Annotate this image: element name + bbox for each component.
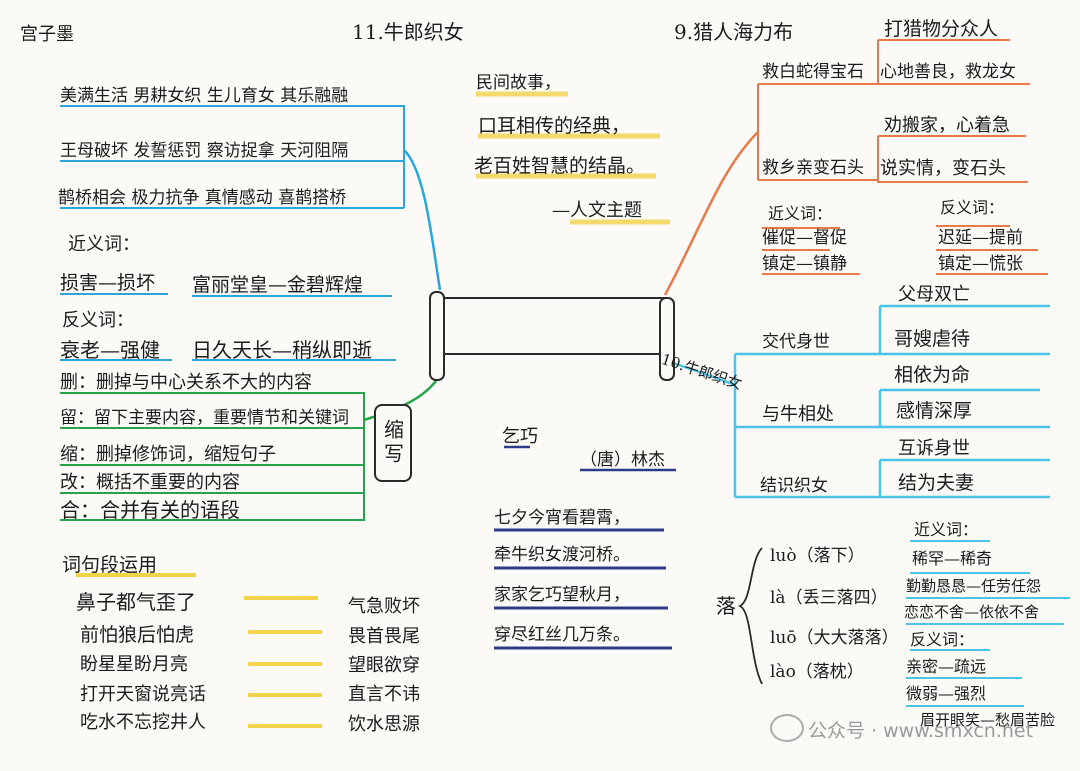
luo-antonyms-title: 反义词： (910, 630, 975, 649)
watermark: 公众号 · www.smxcn.net (808, 720, 1034, 742)
lesson9-branch-1: 救白蛇得宝石 (762, 62, 864, 82)
usage-left-3: 盼星星盼月亮 (80, 654, 188, 675)
usage-right-3: 望眼欲穿 (348, 655, 420, 676)
usage-left-4: 打开天窗说亮话 (80, 684, 206, 705)
lesson10-branch-2: 与牛相处 (762, 404, 834, 425)
poem-author: （唐）林杰 (580, 450, 665, 470)
lesson9-antonym: 迟延—提前 (938, 228, 1023, 248)
story-line-3: 鹊桥相会 极力抗争 真情感动 喜鹊搭桥 (58, 188, 347, 208)
center-scroll (429, 291, 675, 381)
lesson10-branch-1: 交代身世 (762, 332, 830, 352)
antonyms-title-left: 反义词： (62, 310, 134, 331)
luo-char: 落 (716, 594, 736, 618)
lesson11-title: 11.牛郎织女 (352, 20, 464, 44)
lesson10-item: 感情深厚 (896, 400, 973, 422)
method-delete: 删：删掉与中心关系不大的内容 (60, 372, 312, 393)
folk-line-3: 老百姓智慧的结晶。 (474, 155, 646, 177)
lesson9-synonym: 催促—督促 (762, 228, 847, 248)
poem-line-2: 牵牛织女渡河桥。 (494, 545, 630, 565)
author-name: 宫子墨 (20, 24, 74, 45)
method-shorten: 缩：删掉修饰词，缩短句子 (60, 444, 276, 465)
usage-left-5: 吃水不忘挖井人 (80, 712, 206, 733)
method-label-box: 缩写 (374, 404, 412, 482)
luo-synonym: 恋恋不舍—依依不舍 (904, 603, 1040, 621)
lesson10-branch-3: 结识织女 (760, 476, 828, 496)
usage-left-2: 前怕狼后怕虎 (80, 624, 195, 646)
folk-line-2: 口耳相传的经典， (478, 115, 631, 137)
luo-synonyms-title: 近义词： (914, 520, 979, 539)
antonym-pair: 日久天长—稍纵即逝 (192, 338, 372, 362)
luo-synonym: 稀罕—稀奇 (912, 549, 993, 568)
usage-title: 词句段运用 (62, 554, 158, 576)
lesson10-item: 结为夫妻 (898, 472, 975, 494)
method-merge: 合：合并有关的语段 (60, 498, 240, 522)
method-change: 改：概括不重要的内容 (60, 472, 240, 493)
poem-title: 乞巧 (502, 426, 538, 447)
lesson9-antonyms-title: 反义词： (940, 198, 1005, 217)
lesson9-title: 9.猎人海力布 (674, 20, 794, 44)
luo-synonym: 勤勤恳恳—任劳任怨 (906, 577, 1042, 595)
lesson10-item: 哥嫂虐待 (894, 328, 971, 350)
theme-label: —人文主题 (552, 200, 642, 221)
luo-reading: là（丢三落四） (770, 588, 888, 608)
poem-line-3: 家家乞巧望秋月， (494, 585, 630, 605)
usage-right-2: 畏首畏尾 (348, 626, 420, 647)
synonym-pair: 富丽堂皇—金碧辉煌 (192, 274, 364, 296)
folk-line-1: 民间故事， (476, 73, 561, 93)
usage-left-1: 鼻子都气歪了 (76, 590, 196, 614)
story-line-1: 美满生活 男耕女织 生儿育女 其乐融融 (60, 86, 349, 106)
luo-reading: lào（落枕） (770, 662, 864, 682)
lesson10-item: 互诉身世 (898, 438, 970, 459)
luo-reading: luò（落下） (770, 546, 865, 566)
lesson9-item: 劝搬家，心着急 (884, 115, 1010, 136)
synonyms-title-left: 近义词： (68, 234, 140, 255)
antonym-pair: 衰老—强健 (60, 338, 160, 362)
luo-antonym: 眉开眼笑—愁眉苦脸 (920, 711, 1056, 729)
method-keep: 留：留下主要内容，重要情节和关键词 (60, 408, 349, 428)
poem-line-1: 七夕今宵看碧霄， (494, 508, 630, 528)
lesson10-item: 父母双亡 (898, 284, 970, 305)
story-line-2: 王母破坏 发誓惩罚 察访捉拿 天河阻隔 (60, 141, 349, 161)
synonym-pair: 损害—损坏 (60, 272, 156, 294)
lesson9-item: 打猎物分众人 (884, 18, 999, 40)
poem-line-4: 穿尽红丝几万条。 (494, 625, 630, 645)
usage-right-4: 直言不讳 (348, 684, 420, 705)
usage-right-5: 饮水思源 (348, 714, 420, 735)
luo-reading: luō（大大落落） (770, 628, 899, 648)
luo-antonym: 微弱—强烈 (906, 684, 987, 703)
lesson9-branch-2: 救乡亲变石头 (762, 158, 864, 178)
lesson10-item: 相依为命 (894, 364, 971, 386)
usage-right-1: 气急败坏 (348, 596, 420, 617)
lesson9-item: 说实情，变石头 (880, 158, 1006, 179)
luo-antonym: 亲密—疏远 (906, 657, 987, 676)
lesson9-synonym: 镇定—镇静 (762, 254, 847, 274)
wechat-icon (770, 714, 804, 742)
lesson9-item: 心地善良，救龙女 (880, 62, 1016, 82)
lesson9-synonyms-title: 近义词： (768, 204, 833, 223)
lesson9-antonym: 镇定—慌张 (938, 254, 1023, 274)
